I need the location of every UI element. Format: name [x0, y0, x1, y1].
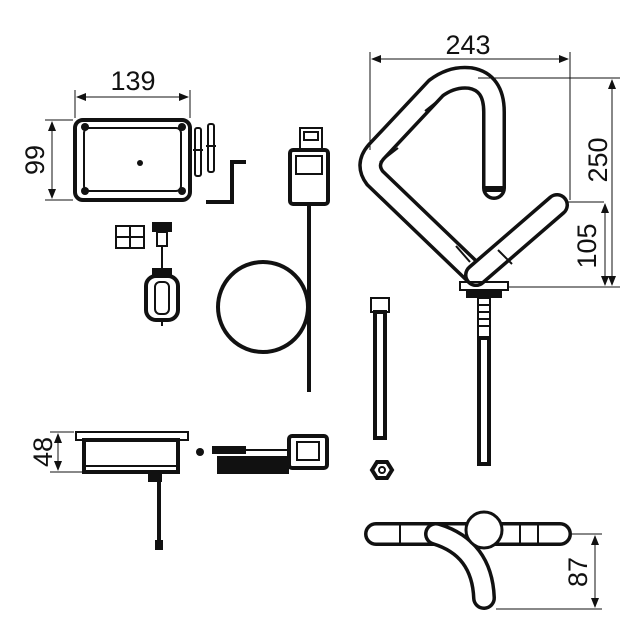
wall-anchors [193, 123, 216, 177]
power-adapter [288, 127, 330, 215]
dim-tap-lower: 105 [566, 201, 609, 286]
solenoid-box [75, 431, 189, 550]
tap-height-label: 250 [583, 137, 613, 182]
box-height-label: 48 [28, 437, 58, 467]
sensor-height-label: 99 [20, 145, 50, 175]
dim-sensor-height: 99 [20, 119, 73, 201]
hex-nut [369, 460, 395, 480]
tap-body [358, 65, 569, 287]
dim-tap-height: 250 [478, 77, 620, 288]
connector-blocks [115, 222, 172, 249]
dim-sensor-width: 139 [74, 66, 191, 118]
dim-tap-depth: 87 [496, 533, 602, 610]
dim-tap-width: 243 [369, 30, 571, 200]
dim-box-height: 48 [28, 431, 82, 473]
sensor-width-label: 139 [110, 66, 155, 96]
flexible-hose [196, 434, 329, 474]
sensor-plate [73, 118, 192, 202]
tap-base [459, 281, 509, 466]
threaded-rod [370, 297, 390, 440]
tap-lower-label: 105 [572, 223, 602, 268]
adapter-cable [216, 215, 311, 392]
allen-key [206, 160, 246, 204]
tap-width-label: 243 [445, 30, 490, 60]
tap-depth-label: 87 [563, 557, 593, 587]
tap-top-view [364, 510, 572, 610]
cable-connector [144, 246, 180, 326]
